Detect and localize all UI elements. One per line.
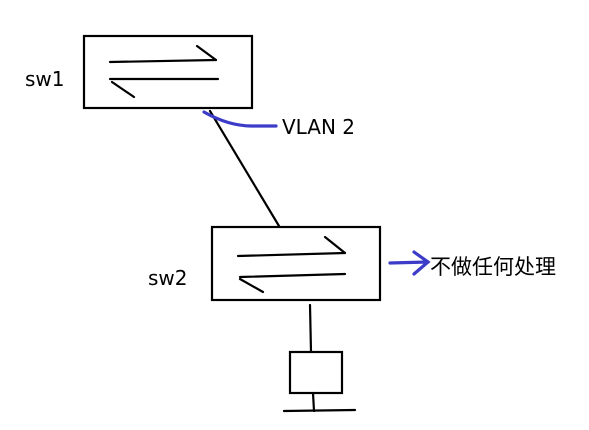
sw2-switch-box [210,225,382,302]
sw2-note-label: 不做任何处理 [430,255,556,279]
sw1-switch-arrows-icon [108,44,220,99]
vlan-port-marker [202,110,278,128]
sw1-switch [82,34,254,110]
trunk-link [208,109,281,228]
vlan-label: VLAN 2 [282,115,356,139]
terminal-base [282,408,357,413]
note-arrow-icon [388,250,431,276]
sw1-label: sw1 [25,67,65,91]
sw1-switch-box [82,34,254,110]
sw2-label: sw2 [148,266,188,290]
terminal-stand [311,391,316,413]
terminal-device [282,350,357,413]
access-link [308,303,313,354]
terminal-box [288,350,344,395]
sw2-switch-arrows-icon [236,235,347,294]
sw2-switch [210,225,382,302]
